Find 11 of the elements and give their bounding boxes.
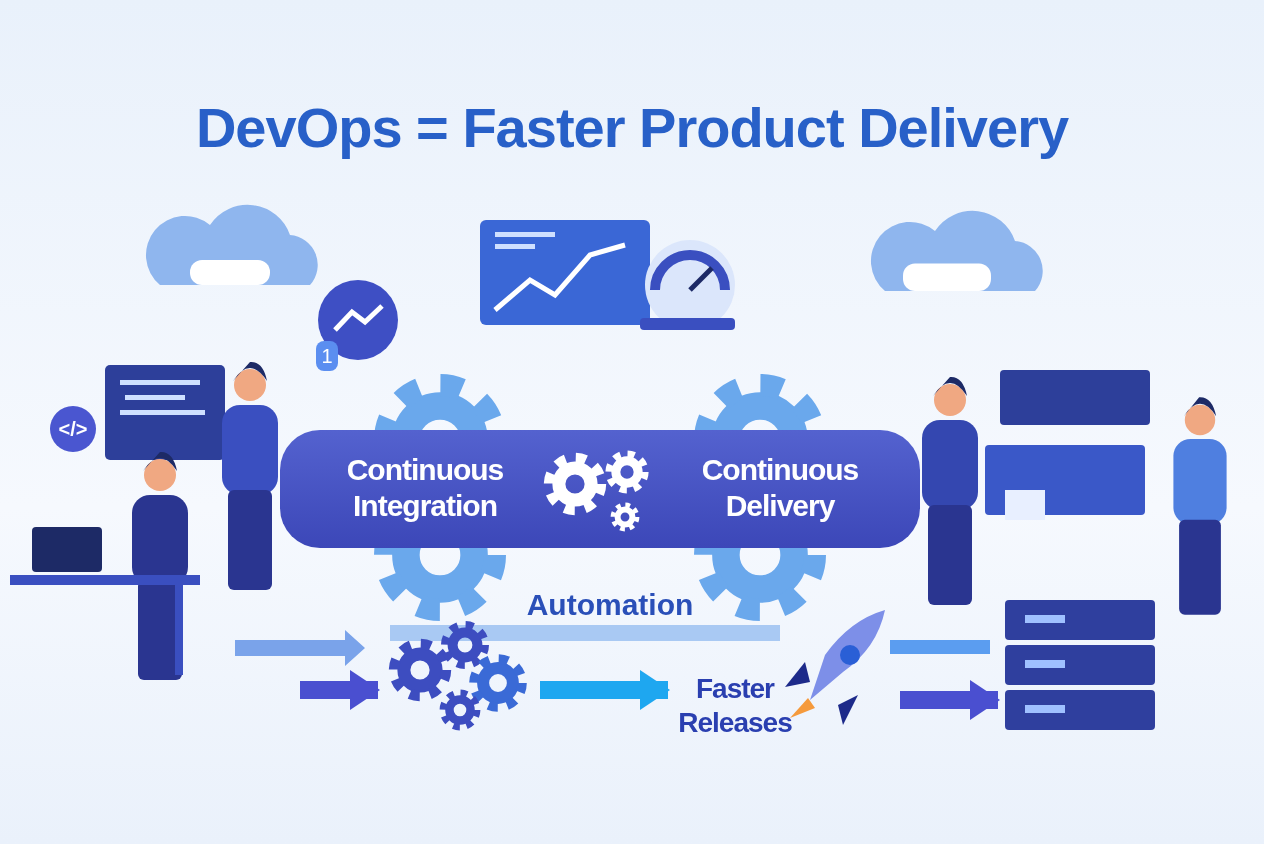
stage-label: Continuous Integration — [345, 452, 505, 524]
title: DevOps = Faster Product Delivery — [194, 95, 1070, 160]
release-label: Faster Releases — [677, 672, 793, 740]
code-symbol-badge: </> — [50, 406, 96, 452]
pipeline-banner — [280, 430, 920, 548]
counter-badge: 1 — [316, 341, 338, 371]
arrow — [540, 670, 670, 710]
stage-label: Continuous Delivery — [700, 452, 860, 524]
arrow — [300, 670, 380, 710]
caption-label: Automation — [525, 588, 695, 622]
arrow — [900, 680, 1000, 720]
